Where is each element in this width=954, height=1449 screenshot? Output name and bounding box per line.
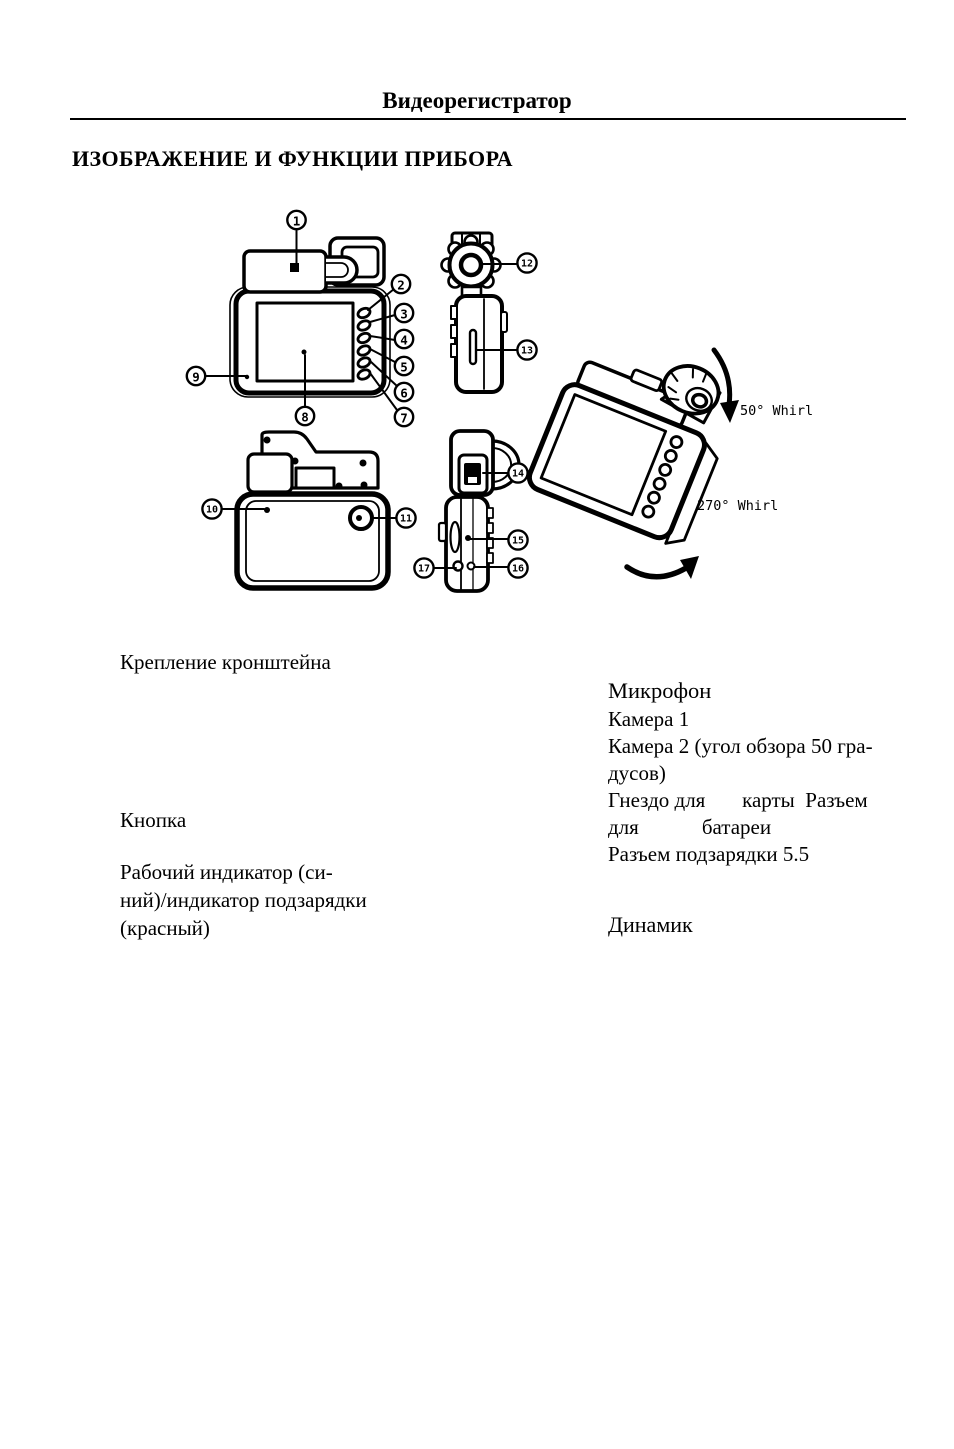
card-slot bbox=[468, 328, 478, 366]
callout-5: 5 bbox=[400, 360, 408, 375]
callout-16: 16 bbox=[512, 564, 524, 575]
callout-7: 7 bbox=[400, 411, 408, 426]
label-speaker: Динамик bbox=[608, 912, 693, 937]
callout-17: 17 bbox=[418, 564, 430, 575]
callout-11: 11 bbox=[400, 514, 412, 525]
label-indicator: Рабочий индикатор (си- ний)/индикатор по… bbox=[120, 860, 367, 940]
right-label-column: Микрофон Камера 1 Камера 2 (угол обзора … bbox=[608, 676, 873, 868]
tilt-arrow bbox=[711, 347, 733, 408]
callout-15: 15 bbox=[512, 536, 524, 547]
callout-badges: 1 2 3 4 5 6 7 8 9 10 11 12 13 14 15 16 1… bbox=[185, 209, 538, 579]
callout-4: 4 bbox=[400, 333, 408, 348]
figure-front-view bbox=[229, 236, 391, 398]
label-camera1: Камера 1 bbox=[608, 707, 690, 731]
callout-leader-lines bbox=[204, 228, 518, 569]
callout-14: 14 bbox=[512, 469, 524, 480]
windshield-mount bbox=[242, 249, 328, 294]
label-card-battery: Гнездо для карты Разъем для батареи bbox=[608, 788, 868, 839]
callout-8: 8 bbox=[301, 410, 309, 425]
callout-9: 9 bbox=[192, 370, 200, 385]
callout-10: 10 bbox=[206, 505, 218, 516]
callout-12: 12 bbox=[521, 259, 533, 270]
callout-6: 6 bbox=[400, 386, 408, 401]
rotation-arrow bbox=[624, 564, 689, 580]
charge-port bbox=[452, 560, 464, 572]
section-title: ИЗОБРАЖЕНИЕ И ФУНКЦИИ ПРИБОРА bbox=[72, 146, 513, 171]
figure-perspective-view: 50° Whirl 270° Whirl bbox=[526, 347, 813, 580]
label-button: Кнопка bbox=[120, 808, 187, 832]
label-bracket-mount: Крепление кронштейна bbox=[120, 650, 331, 674]
header-rule bbox=[70, 118, 906, 120]
label-charging: Разъем подзарядки 5.5 bbox=[608, 842, 810, 866]
callout-2: 2 bbox=[397, 278, 405, 293]
device-diagram: 50° Whirl 270° Whirl 1 2 bbox=[185, 209, 813, 593]
camera1-lens bbox=[458, 252, 484, 278]
figure-back-view bbox=[234, 430, 391, 591]
page-header-title: Видеорегистратор bbox=[382, 88, 572, 113]
callout-13: 13 bbox=[521, 346, 533, 357]
label-camera2: Камера 2 (угол обзора 50 гра- дусов) bbox=[608, 734, 873, 785]
label-microphone: Микрофон bbox=[608, 678, 712, 703]
callout-1: 1 bbox=[293, 214, 301, 229]
microphone-hole bbox=[264, 507, 270, 513]
rotation-angle-label: 270° Whirl bbox=[697, 498, 778, 514]
tilt-angle-label: 50° Whirl bbox=[740, 403, 813, 419]
callout-3: 3 bbox=[400, 307, 408, 322]
figure-side-view-camera bbox=[440, 231, 508, 394]
